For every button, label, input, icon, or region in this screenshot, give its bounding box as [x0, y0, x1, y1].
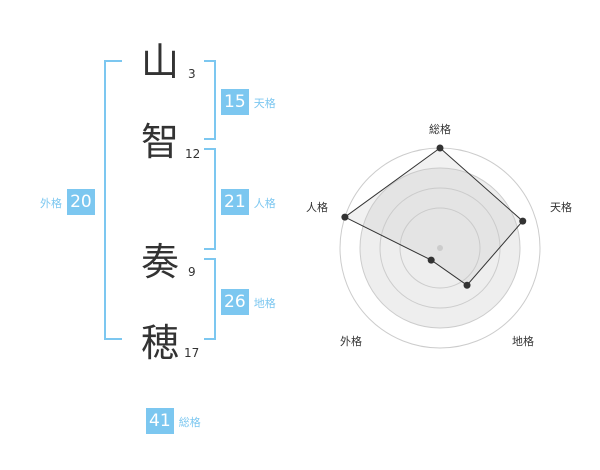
jinkaku-result: 21 人格	[221, 189, 276, 217]
name-char-4: 穂	[140, 321, 179, 365]
radar-label-chikaku: 地格	[512, 335, 534, 348]
radar-point-soukaku	[436, 144, 444, 152]
name-char-1: 山	[140, 40, 179, 84]
chikaku-bracket	[204, 258, 216, 340]
gaikaku-result: 外格 20	[40, 189, 95, 217]
radar-point-jinkaku	[341, 213, 349, 221]
radar-points	[341, 144, 527, 289]
jinkaku-label: 人格	[253, 197, 276, 210]
radar-chart	[339, 144, 541, 349]
tenkaku-result: 15 天格	[221, 89, 276, 117]
radar-point-gaikaku	[427, 256, 435, 264]
soukaku-value: 41	[146, 408, 174, 434]
gaikaku-bracket	[104, 60, 124, 340]
chikaku-result: 26 地格	[221, 289, 276, 317]
gaikaku-value: 20	[67, 189, 95, 215]
radar-center	[437, 245, 443, 251]
radar-ring	[379, 187, 501, 309]
chikaku-label: 地格	[253, 297, 276, 310]
chikaku-value: 26	[221, 289, 249, 315]
radar-point-chikaku	[463, 281, 471, 289]
name-char-3: 奏	[140, 240, 179, 284]
jinkaku-value: 21	[221, 189, 249, 215]
tenkaku-label: 天格	[253, 97, 276, 110]
name-char-2: 智	[140, 120, 179, 164]
radar-ring	[399, 207, 481, 289]
tenkaku-bracket	[204, 60, 216, 140]
gaikaku-label: 外格	[40, 197, 62, 210]
tenkaku-value: 15	[221, 89, 249, 115]
stroke-count-2: 12	[185, 147, 201, 161]
radar-label-jinkaku: 人格	[306, 201, 328, 214]
radar-point-tenkaku	[519, 217, 527, 225]
radar-label-soukaku: 総格	[429, 123, 451, 136]
radar-label-gaikaku: 外格	[340, 335, 362, 348]
soukaku-label: 総格	[178, 416, 201, 429]
jinkaku-bracket	[204, 148, 216, 250]
stroke-count-4: 17	[184, 346, 200, 360]
radar-shape	[343, 147, 524, 286]
radar-label-tenkaku: 天格	[550, 201, 572, 214]
soukaku-result: 41 総格	[146, 408, 201, 436]
stroke-count-3: 9	[188, 265, 196, 279]
stroke-count-1: 3	[188, 67, 196, 81]
